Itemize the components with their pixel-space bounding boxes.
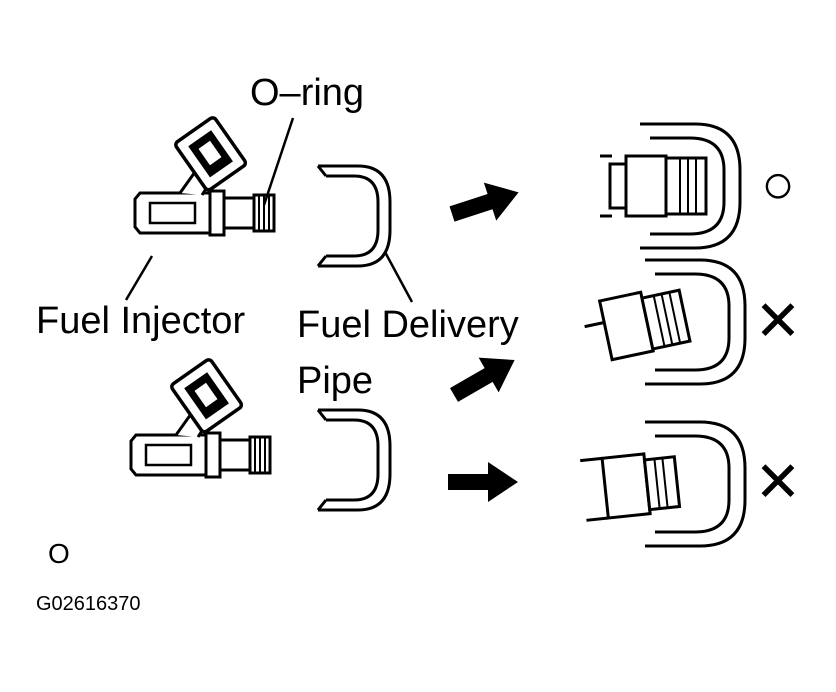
arrow-middle (444, 342, 525, 413)
fuel-injector-top (133, 114, 276, 237)
fuel-delivery-leader-line (383, 251, 414, 303)
fuel-injector-label: Fuel Injector (36, 300, 246, 342)
fuel-injector-bottom (129, 356, 272, 479)
pipe-label: Pipe (297, 360, 374, 402)
fuel-injector-leader-line (124, 255, 154, 301)
o-ring-leader-line (262, 117, 295, 206)
correct-mark: ○ (761, 152, 795, 215)
assembly-wrong-partial (580, 420, 747, 548)
legend-o-label: O (48, 538, 70, 569)
assembly-wrong-tilted (584, 258, 747, 386)
wrong-mark-middle: ✕ (755, 289, 802, 352)
fuel-delivery-label: Fuel Delivery (297, 304, 519, 346)
o-ring-label: O–ring (250, 72, 365, 114)
wrong-mark-bottom: ✕ (755, 450, 802, 513)
fuel-delivery-pipe-bottom (316, 408, 392, 512)
fuel-delivery-pipe-top (316, 164, 392, 268)
arrow-bottom (448, 462, 518, 502)
arrow-top (445, 173, 525, 234)
assembly-correct (600, 122, 742, 250)
figure-code: G02616370 (36, 593, 141, 615)
